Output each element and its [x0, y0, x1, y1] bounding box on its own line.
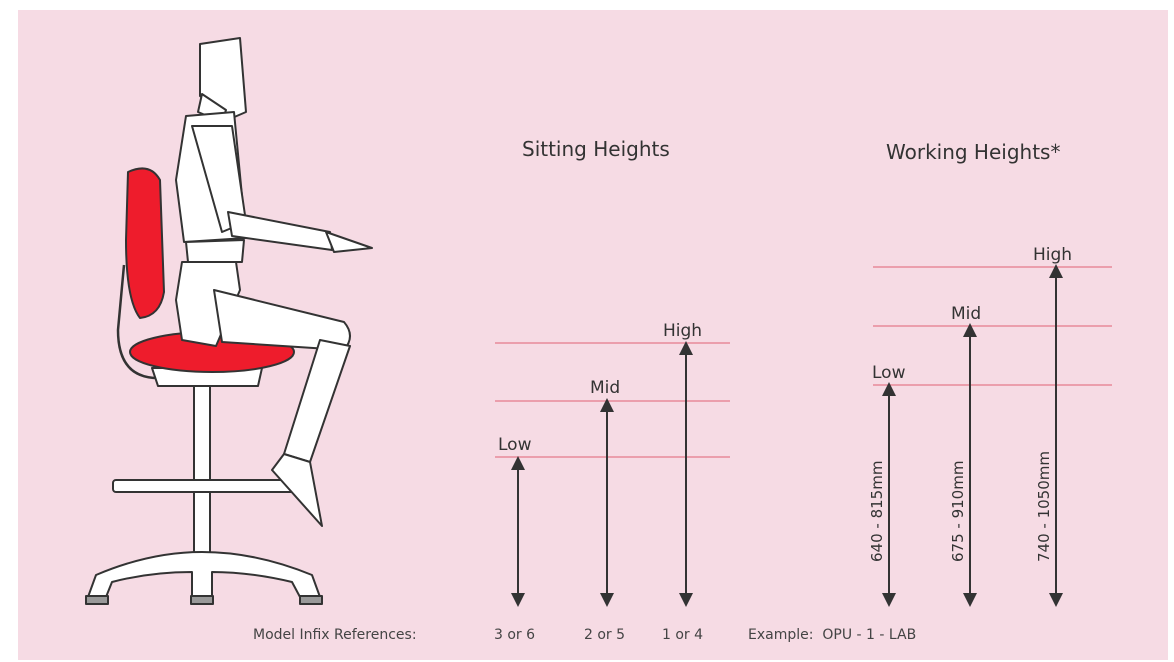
sitting-low-label: Low [498, 435, 532, 455]
infix-ref-low: 3 or 6 [494, 627, 535, 643]
caster-center [190, 595, 214, 605]
figure-shin [283, 339, 351, 463]
figure-foot [271, 453, 323, 527]
model-infix-footer: Model Infix References: 3 or 6 2 or 5 1 … [253, 627, 916, 643]
back-cushion [125, 167, 165, 319]
caster-left [85, 595, 109, 605]
working-low-label: Low [872, 363, 906, 383]
model-infix-label: Model Infix References: [253, 627, 417, 643]
sitting-heights-section: Sitting Heights High Mid Low [495, 137, 730, 607]
chair-base [87, 551, 321, 598]
figure-forearm [227, 211, 333, 251]
model-example: Example: OPU - 1 - LAB [748, 627, 916, 643]
working-heights-section: Working Heights* High Mid Low 640 - 815m… [868, 140, 1112, 607]
working-mid-label: Mid [951, 304, 981, 324]
chair-illustration [85, 37, 373, 605]
working-mid-range: 675 - 910mm [949, 461, 967, 562]
figure-hand [325, 231, 373, 253]
figure-waist [185, 239, 245, 263]
caster-right [299, 595, 323, 605]
infix-ref-mid: 2 or 5 [584, 627, 625, 643]
working-heights-title: Working Heights* [886, 140, 1060, 164]
figure-head [199, 37, 247, 119]
working-low-range: 640 - 815mm [868, 461, 886, 562]
sitting-high-label: High [663, 321, 702, 341]
working-high-label: High [1033, 245, 1072, 265]
infix-ref-high: 1 or 4 [662, 627, 703, 643]
sitting-mid-label: Mid [590, 378, 620, 398]
seated-figure [175, 37, 373, 527]
sitting-heights-title: Sitting Heights [522, 137, 670, 161]
chair-column [193, 379, 211, 559]
working-high-range: 740 - 1050mm [1035, 451, 1053, 562]
chair-back-frame [116, 264, 159, 380]
foot-ring [112, 479, 299, 493]
